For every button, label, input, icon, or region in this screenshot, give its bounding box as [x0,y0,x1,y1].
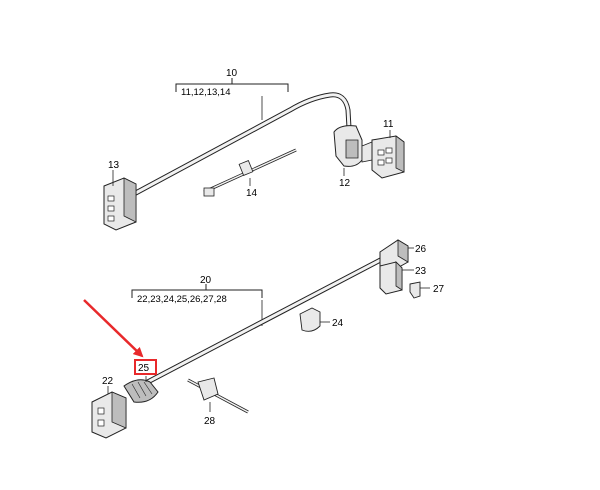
part-label-24: 24 [332,318,344,329]
grommet-25 [123,376,159,403]
group-label-lower: 22,23,24,25,26,27,28 [137,294,227,305]
highlight-box-25 [134,359,157,375]
cable-tie-28 [187,377,249,414]
part-label-13: 13 [108,160,120,171]
part-label-14: 14 [246,188,258,199]
connector-11 [361,130,405,179]
part-label-23: 23 [415,266,427,277]
connector-12 [333,125,363,176]
group-label-upper: 11,12,13,14 [181,87,230,98]
lower-harness-assembly: 20 22,23,24,25,26,27,28 26 23 27 [91,239,445,439]
part-label-26: 26 [415,244,427,255]
part-label-11: 11 [383,119,394,130]
connector-13 [103,170,137,231]
part-label-20: 20 [200,275,212,286]
part-label-27: 27 [433,284,445,295]
upper-harness-assembly: 10 11,12,13,14 13 14 [103,68,405,231]
upper-main-cable [129,92,352,198]
part-label-12: 12 [339,178,351,189]
clip-27 [409,281,430,299]
connector-23 [379,261,414,295]
part-label-22: 22 [102,376,114,387]
connector-22 [91,386,127,439]
clip-24 [299,307,330,332]
part-label-25: 25 [138,363,150,374]
cable-tie-14 [203,148,297,197]
part-label-28: 28 [204,416,216,427]
part-label-10: 10 [226,68,238,79]
group-20-bracket [131,289,263,298]
red-pointer-arrow [83,299,144,358]
